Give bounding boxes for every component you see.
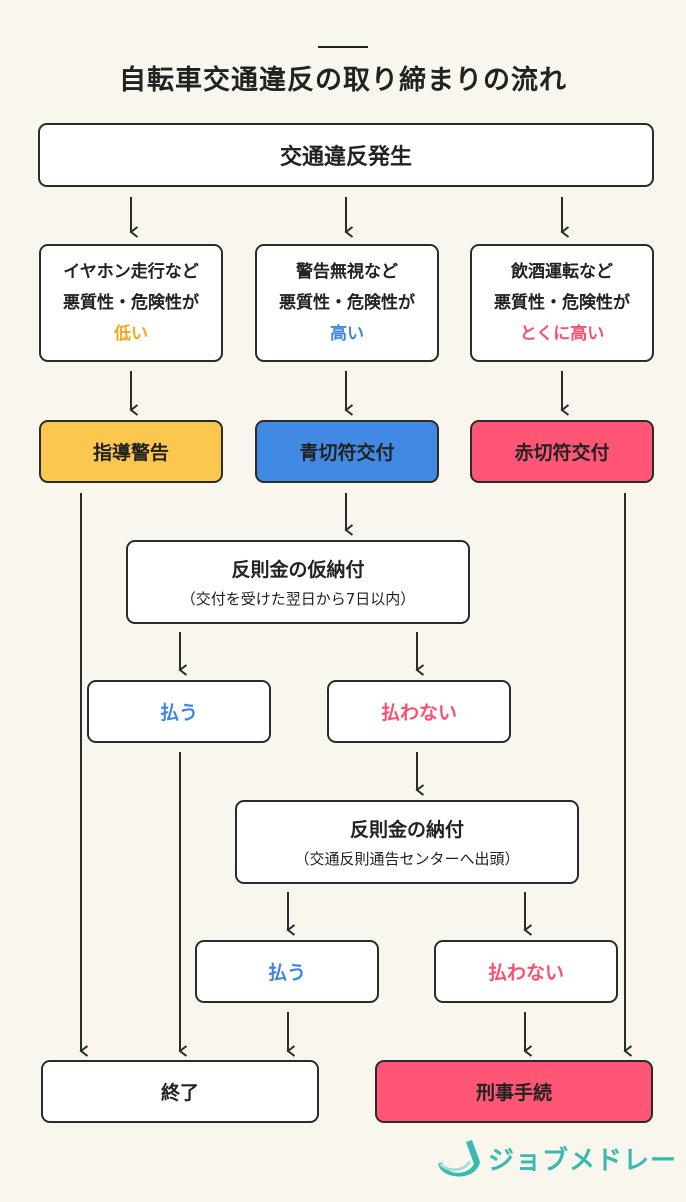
start-label: 交通違反発生 — [279, 145, 412, 170]
pay-label: 払う — [159, 702, 198, 724]
case-box-low: イヤホン走行など 悪質性・危険性が 低い — [39, 244, 223, 362]
start-box: 交通違反発生 — [38, 123, 654, 187]
blue-ticket-label: 青切符交付 — [299, 442, 395, 464]
page-title: 自転車交通違反の取り締まりの流れ — [119, 65, 567, 96]
warning-box: 指導警告 — [39, 420, 223, 483]
provisional-payment-box: 反則金の仮納付 （交付を受けた翌日から7日以内） — [126, 540, 470, 624]
case-line1: 飲酒運転など — [511, 261, 613, 282]
provisional-note: （交付を受けた翌日から7日以内） — [180, 590, 416, 608]
end-box: 終了 — [41, 1060, 319, 1123]
final-payment-box: 反則金の納付 （交通反則通告センターへ出頭） — [235, 800, 579, 884]
not-pay-box-2: 払わない — [434, 940, 618, 1003]
red-ticket-label: 赤切符交付 — [514, 442, 610, 464]
not-pay-label: 払わない — [487, 962, 564, 984]
case-level: 低い — [114, 323, 148, 344]
logo: ジョブメドレー — [436, 1138, 677, 1178]
case-line1: 警告無視など — [296, 261, 398, 282]
final-payment-note: （交通反則通告センターへ出頭） — [294, 850, 520, 868]
case-line2: 悪質性・危険性が — [494, 292, 630, 313]
blue-ticket-box: 青切符交付 — [255, 420, 439, 483]
provisional-label: 反則金の仮納付 — [231, 559, 365, 581]
title-rule — [318, 46, 368, 48]
case-box-very-high: 飲酒運転など 悪質性・危険性が とくに高い — [470, 244, 654, 362]
final-payment-label: 反則金の納付 — [349, 819, 464, 841]
pay-label: 払う — [267, 962, 306, 984]
case-line1: イヤホン走行など — [63, 261, 199, 282]
case-line2: 悪質性・危険性が — [279, 292, 415, 313]
pay-box-2: 払う — [195, 940, 379, 1003]
logo-text: ジョブメドレー — [488, 1145, 678, 1176]
pay-box-1: 払う — [87, 680, 271, 743]
warning-label: 指導警告 — [92, 442, 169, 464]
end-label: 終了 — [160, 1082, 199, 1104]
not-pay-box-1: 払わない — [327, 680, 511, 743]
case-box-high: 警告無視など 悪質性・危険性が 高い — [255, 244, 439, 362]
case-level: とくに高い — [519, 323, 605, 344]
criminal-procedure-box: 刑事手続 — [375, 1060, 653, 1123]
not-pay-label: 払わない — [380, 702, 457, 724]
case-line2: 悪質性・危険性が — [63, 292, 199, 313]
red-ticket-box: 赤切符交付 — [470, 420, 654, 483]
logo-icon — [438, 1140, 480, 1177]
case-level: 高い — [330, 323, 364, 344]
criminal-label: 刑事手続 — [475, 1082, 552, 1104]
